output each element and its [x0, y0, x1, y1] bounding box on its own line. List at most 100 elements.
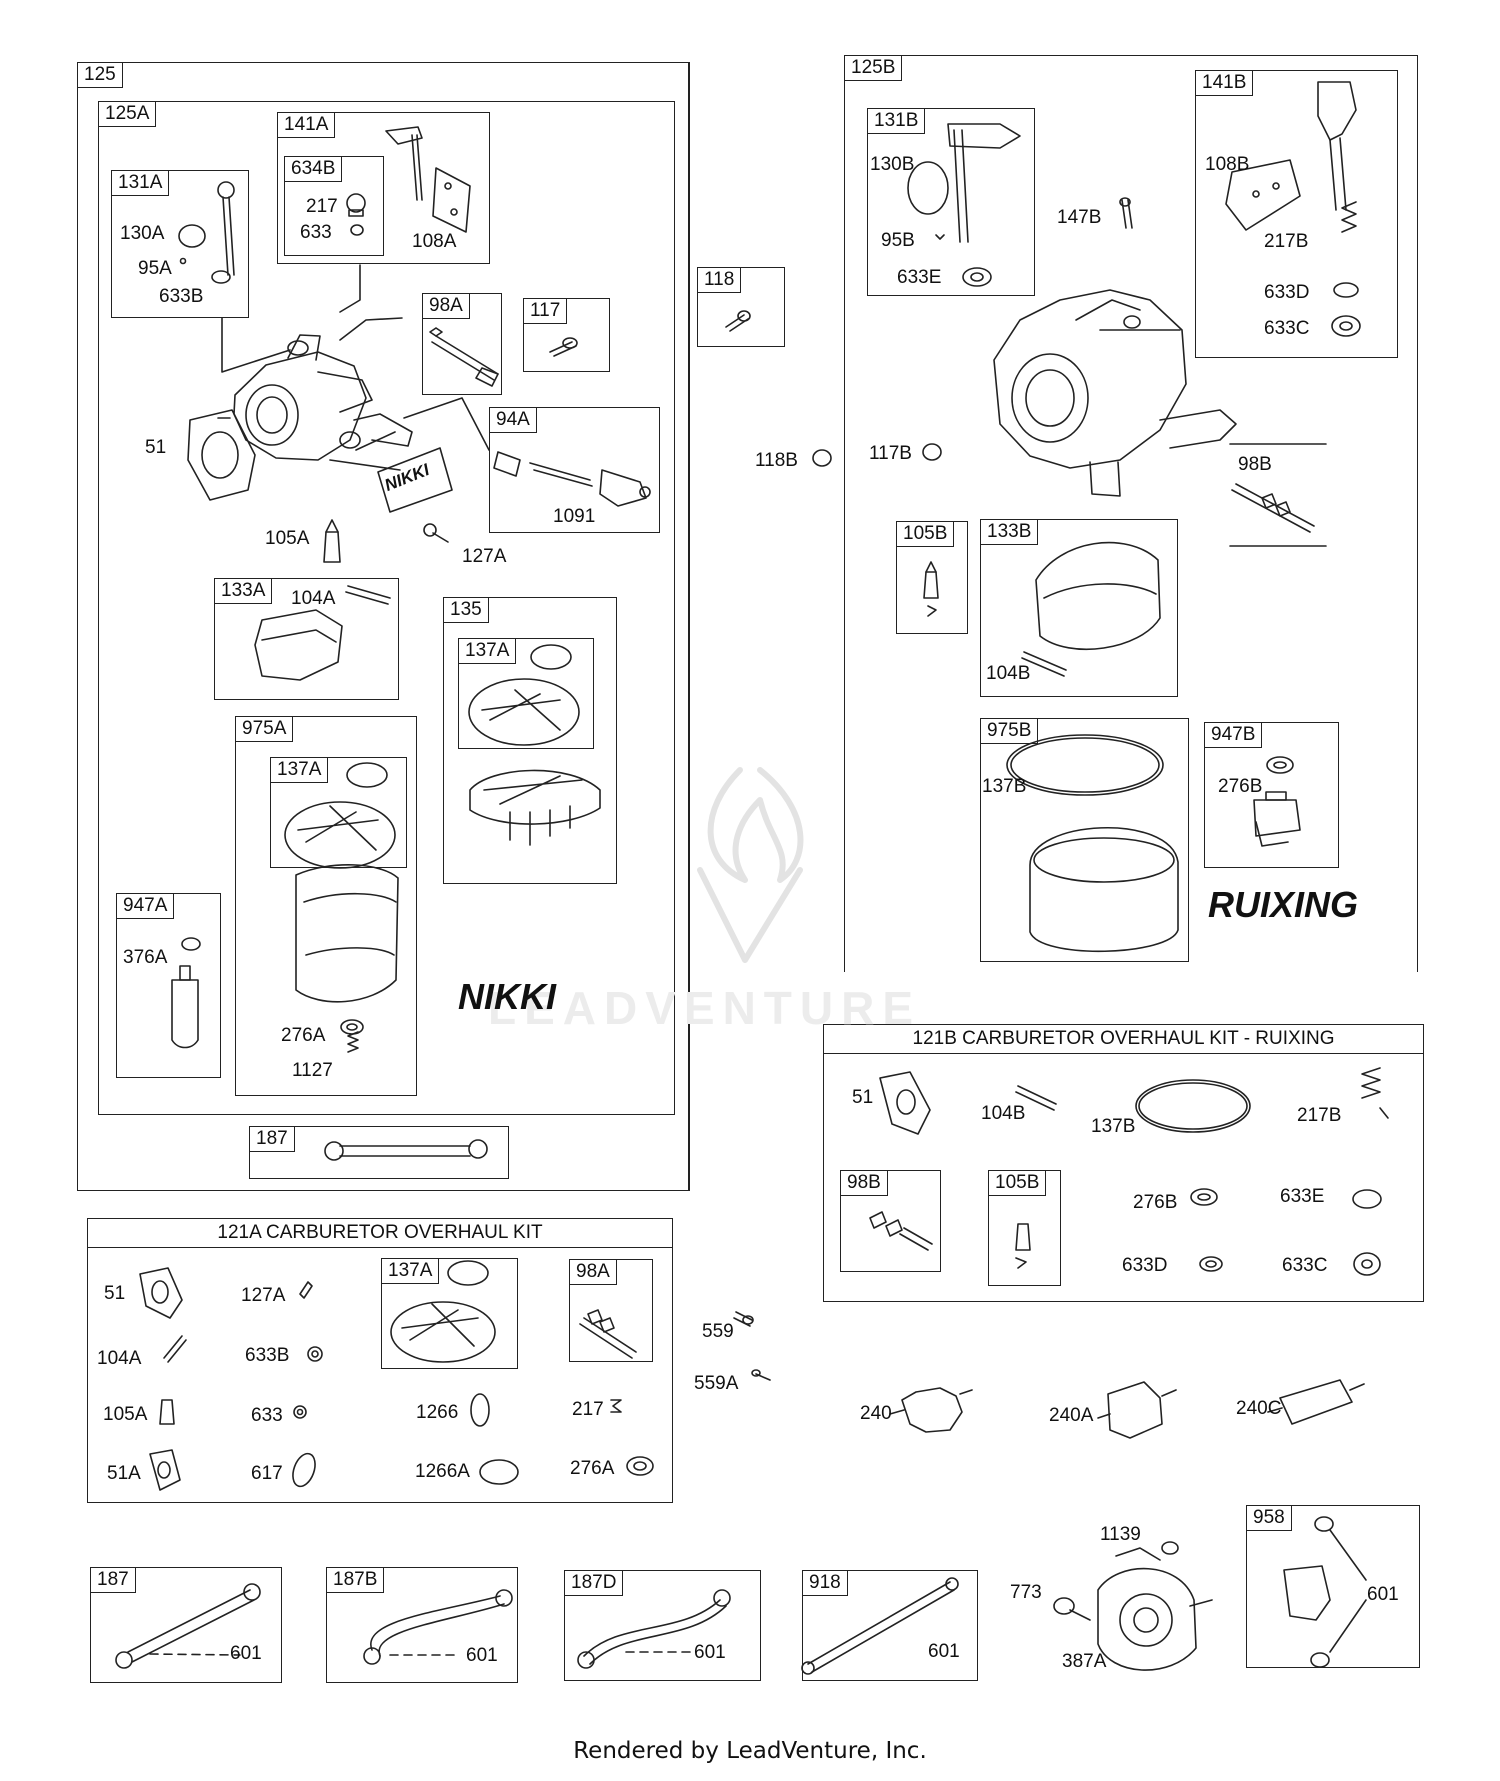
callout-633B: 633B: [159, 286, 204, 307]
part-975A-tag[interactable]: 975A: [235, 716, 294, 742]
callout-104A: 104A: [291, 588, 336, 609]
assembly-125B-tag[interactable]: 125B: [844, 55, 903, 81]
assembly-125-tag[interactable]: 125: [77, 62, 123, 88]
part-133B-box: 133B: [980, 519, 1178, 697]
part-98A-tag[interactable]: 98A: [422, 293, 470, 319]
kit-121B-title: 121B CARBURETOR OVERHAUL KIT - RUIXING: [824, 1025, 1423, 1054]
callout-104B: 104B: [986, 663, 1031, 684]
kit-121A-callout-105A: 105A: [103, 1404, 148, 1425]
kit-121B-98B-tag[interactable]: 98B: [840, 1170, 888, 1196]
part-187-fuel-line-box: 187: [249, 1126, 509, 1179]
kit-121A-callout-617: 617: [251, 1463, 283, 1484]
callout-376A: 376A: [123, 947, 168, 968]
callout-98B-top: 98B: [1238, 454, 1272, 475]
kit-121A-137A-tag[interactable]: 137A: [381, 1258, 440, 1284]
callout-117B: 117B: [869, 443, 912, 464]
callout-559: 559: [702, 1321, 734, 1342]
part-918-box: 918: [802, 1570, 978, 1681]
callout-217B: 217B: [1264, 231, 1309, 252]
callout-51: 51: [145, 437, 167, 458]
part-141B-tag[interactable]: 141B: [1195, 70, 1254, 96]
kit-121B-callout-137B: 137B: [1091, 1116, 1136, 1137]
kit-121B-callout-104B: 104B: [981, 1103, 1026, 1124]
part-118-tag[interactable]: 118: [697, 267, 742, 293]
part-141B-box: 141B: [1195, 70, 1398, 358]
kit-121A-callout-127A: 127A: [241, 1285, 286, 1306]
kit-121B-box: 121B CARBURETOR OVERHAUL KIT - RUIXING: [823, 1024, 1424, 1302]
brand-nikki: NIKKI: [458, 976, 556, 1017]
kit-121A-callout-51A: 51A: [107, 1463, 141, 1484]
kit-121A-title: 121A CARBURETOR OVERHAUL KIT: [88, 1219, 672, 1248]
assembly-125A-tag[interactable]: 125A: [98, 101, 157, 127]
callout-127A: 127A: [462, 546, 507, 567]
kit-121A-137A-box: 137A: [381, 1258, 518, 1369]
part-141A-tag[interactable]: 141A: [277, 112, 336, 138]
part-958-tag[interactable]: 958: [1246, 1505, 1292, 1531]
callout-95A: 95A: [138, 258, 172, 279]
part-975A-137A-tag[interactable]: 137A: [270, 757, 329, 783]
callout-1091: 1091: [553, 506, 596, 527]
callout-387A: 387A: [1062, 1651, 1107, 1672]
kit-121B-105B-tag[interactable]: 105B: [988, 1170, 1047, 1196]
callout-108B: 108B: [1205, 154, 1250, 175]
part-133A-box: 133A: [214, 578, 399, 700]
callout-773: 773: [1010, 1582, 1042, 1603]
callout-95B: 95B: [881, 230, 915, 251]
part-133B-tag[interactable]: 133B: [980, 519, 1039, 545]
callout-240C: 240C: [1236, 1398, 1282, 1419]
kit-121B-105B-box: 105B: [988, 1170, 1061, 1286]
kit-121A-98A-tag[interactable]: 98A: [569, 1259, 617, 1285]
fuel-filter-240: [889, 1387, 973, 1433]
watermark-text: LEADVENTURE: [488, 982, 922, 1034]
screw-773: [1053, 1597, 1091, 1621]
kit-121A-callout-633: 633: [251, 1405, 283, 1426]
callout-1139: 1139: [1100, 1524, 1141, 1545]
kit-121A-box: 121A CARBURETOR OVERHAUL KIT: [87, 1218, 673, 1503]
fuel-filter-240A: [1097, 1381, 1177, 1439]
part-975A-box: 975A: [235, 716, 417, 1096]
part-634B-box: 634B: [284, 156, 384, 256]
kit-121B-98B-box: 98B: [840, 1170, 941, 1272]
kit-121B-callout-633E: 633E: [1280, 1186, 1325, 1207]
part-947A-tag[interactable]: 947A: [116, 893, 175, 919]
callout-633E: 633E: [897, 267, 942, 288]
fuel-pump-387A: [1097, 1541, 1213, 1671]
part-105B-tag[interactable]: 105B: [896, 521, 955, 547]
callout-276B: 276B: [1218, 776, 1263, 797]
fuel-filter-240C: [1267, 1379, 1365, 1425]
kit-121B-callout-217B: 217B: [1297, 1105, 1342, 1126]
part-187D-tag[interactable]: 187D: [564, 1570, 624, 1596]
part-131B-tag[interactable]: 131B: [867, 108, 926, 134]
callout-633: 633: [300, 222, 332, 243]
part-117-box: 117: [523, 298, 610, 372]
part-187-fuel-line-tag[interactable]: 187: [249, 1126, 295, 1152]
part-918-tag[interactable]: 918: [802, 1570, 848, 1596]
callout-559A: 559A: [694, 1373, 739, 1394]
callout-240: 240: [860, 1403, 892, 1424]
part-117-tag[interactable]: 117: [523, 298, 568, 324]
kit-121B-callout-276B: 276B: [1133, 1192, 1178, 1213]
part-187-tag[interactable]: 187: [90, 1567, 136, 1593]
callout-601-187: 601: [230, 1643, 262, 1664]
screw-559: [733, 1311, 754, 1327]
brand-ruixing: RUIXING: [1208, 884, 1359, 925]
callout-276A: 276A: [281, 1025, 326, 1046]
part-135-tag[interactable]: 135: [443, 597, 489, 623]
watermark-logo: [697, 767, 804, 963]
part-634B-tag[interactable]: 634B: [284, 156, 343, 182]
part-975B-box: 975B: [980, 718, 1189, 962]
part-131A-tag[interactable]: 131A: [111, 170, 170, 196]
callout-601-918: 601: [928, 1641, 960, 1662]
part-98A-box: 98A: [422, 293, 502, 395]
part-975B-tag[interactable]: 975B: [980, 718, 1039, 744]
footer-rendered-by: Rendered by LeadVenture, Inc.: [573, 1738, 927, 1764]
part-133A-tag[interactable]: 133A: [214, 578, 273, 604]
part-135-137A-tag[interactable]: 137A: [458, 638, 517, 664]
part-94A-tag[interactable]: 94A: [489, 407, 537, 433]
part-947B-tag[interactable]: 947B: [1204, 722, 1263, 748]
part-187B-tag[interactable]: 187B: [326, 1567, 385, 1593]
callout-601-187D: 601: [694, 1642, 726, 1663]
part-947B-box: 947B: [1204, 722, 1339, 868]
kit-121B-callout-633C: 633C: [1282, 1255, 1328, 1276]
kit-121B-callout-51: 51: [852, 1087, 874, 1108]
